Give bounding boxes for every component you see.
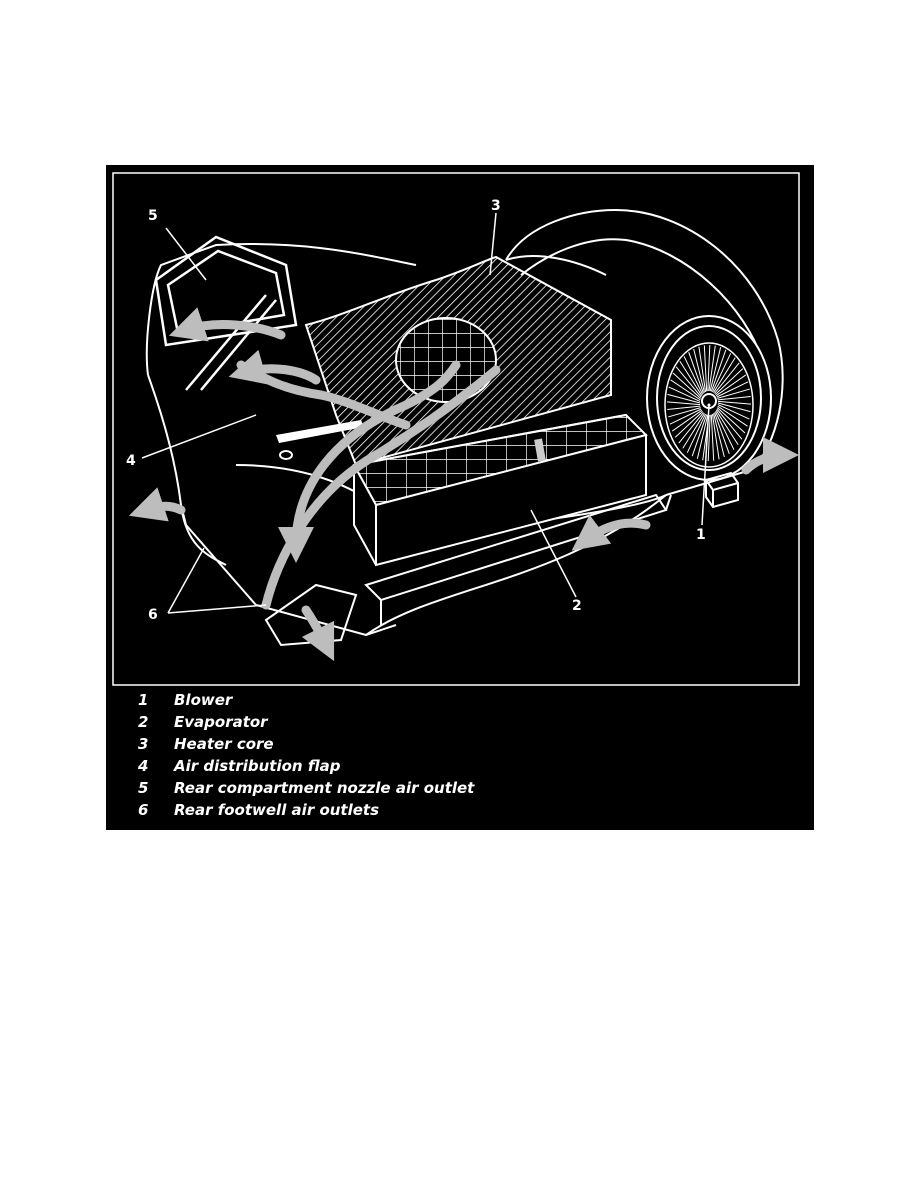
legend-number: 6 (138, 801, 149, 819)
airflow-arrows (128, 307, 799, 662)
blower-blade (717, 405, 748, 427)
blower-blade (714, 411, 735, 450)
blower-blade (698, 346, 707, 392)
blower-blade (678, 412, 704, 444)
blower-blade (707, 414, 711, 462)
blower-blade (716, 408, 743, 440)
blower-blade (674, 411, 703, 438)
blower-blade (717, 388, 750, 399)
legend-label: Blower (174, 691, 233, 709)
blower-blade (693, 348, 705, 393)
blower-blade (671, 409, 703, 432)
blower-blade (668, 386, 701, 402)
diagram-figure: 1 2 3 4 5 6 1 Blower 2 Evaporator 3 Heat… (106, 165, 814, 830)
blower-blade (667, 393, 701, 404)
legend-label: Rear footwell air outlets (174, 801, 380, 819)
blower-blade (713, 413, 725, 458)
blower-blade (714, 362, 740, 394)
legend-label: Air distribution flap (174, 757, 341, 775)
blower-blade (672, 372, 702, 399)
blower-blade (667, 405, 701, 410)
blower-blade (714, 412, 730, 454)
callout-5: 5 (148, 208, 158, 224)
airflow-arrow (261, 365, 501, 610)
callout-1: 1 (696, 527, 706, 543)
blower-blade (709, 347, 722, 392)
blower-blade (703, 345, 708, 392)
leader-line-6b (167, 604, 267, 614)
legend-label: Evaporator (174, 713, 268, 731)
blower-blade (715, 410, 739, 446)
airflow-arrow (741, 437, 799, 475)
airflow-arrow (128, 487, 186, 522)
blower-blade (666, 401, 701, 406)
callout-4: 4 (126, 453, 136, 469)
legend-label: Heater core (174, 735, 274, 753)
legend-number: 2 (138, 713, 149, 731)
blower-blade (669, 408, 702, 425)
legend-number: 4 (138, 757, 149, 775)
callout-6: 6 (148, 607, 158, 623)
blower-blade (708, 345, 716, 392)
blower-blade (716, 407, 746, 434)
airflow-arrow (571, 514, 651, 551)
blower-blade (679, 360, 703, 396)
blower-blade (691, 414, 708, 457)
blower-blade (717, 400, 752, 405)
blower-blade (715, 374, 747, 397)
blower-blade (716, 381, 749, 398)
blower-blade (682, 413, 705, 449)
legend-label: Rear compartment nozzle air outlet (174, 779, 475, 797)
blower-blade (717, 402, 751, 413)
blower-blade (711, 414, 720, 460)
blower-blade (713, 357, 736, 393)
blower-blade (710, 414, 715, 461)
figure-frame (112, 172, 800, 686)
blower-blade (715, 368, 744, 395)
leader-line-2 (530, 509, 577, 598)
blower-blade (670, 379, 701, 401)
blower-blade (717, 404, 750, 420)
leader-lines (141, 212, 711, 614)
blower-blade (683, 356, 704, 395)
blower-blade (696, 414, 709, 459)
leader-line-5 (165, 227, 207, 281)
hvac-unit-illustration (112, 172, 800, 686)
blower-blade (717, 396, 751, 401)
leader-line-6a (167, 547, 205, 614)
blower-blade (688, 352, 704, 394)
airflow-arrow (228, 349, 321, 385)
leader-line-1 (701, 403, 711, 526)
legend-number: 3 (138, 735, 149, 753)
blower-blade (710, 349, 727, 392)
rear-compartment-nozzle-outlet (154, 235, 298, 391)
callout-3: 3 (491, 198, 501, 214)
blower-blade (675, 366, 702, 398)
blower-blade (707, 344, 711, 392)
air-distribution-flap (276, 420, 364, 460)
bottom-tray (264, 493, 672, 647)
airflow-arrow (168, 307, 286, 342)
legend-number: 1 (138, 691, 149, 709)
inlet-block (705, 471, 739, 509)
leader-line-3 (489, 212, 497, 276)
blower-blade (686, 413, 707, 453)
blower-wheel (664, 342, 754, 468)
blower-blade (711, 353, 732, 393)
legend-number: 5 (138, 779, 149, 797)
callout-2: 2 (572, 598, 582, 614)
leader-line-4 (141, 414, 257, 459)
evaporator (352, 413, 648, 567)
blower-blade (668, 407, 701, 418)
airflow-arrow (301, 605, 335, 662)
